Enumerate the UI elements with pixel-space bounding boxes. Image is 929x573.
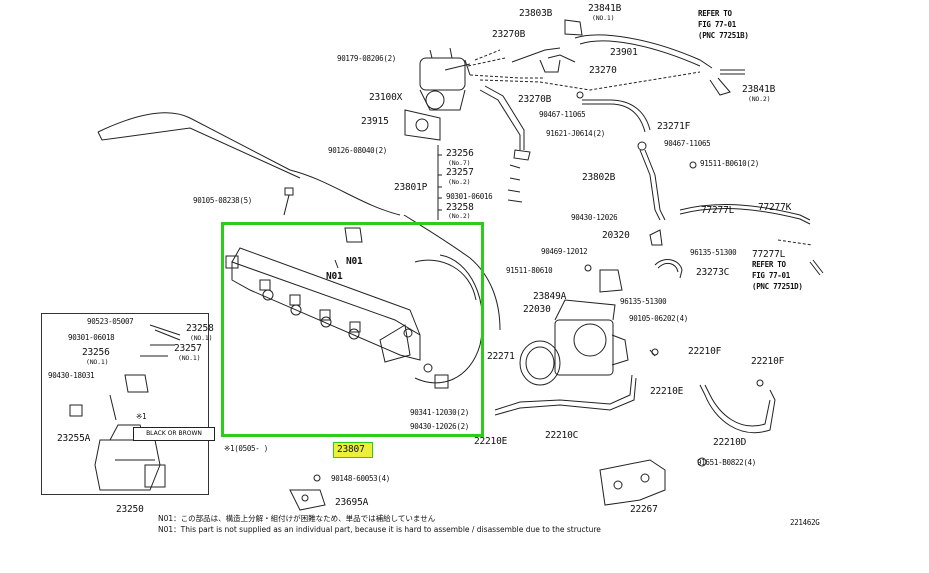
refer-note-1-line-a: REFER TO — [698, 9, 732, 18]
qualifier-23841B-no2: (NO.2) — [748, 95, 771, 103]
part-callout-23271F[interactable]: 23271F — [657, 121, 691, 132]
part-callout-23849A[interactable]: 23849A — [533, 291, 567, 302]
part-callout-23100X[interactable]: 23100X — [369, 92, 403, 103]
part-callout-23273C[interactable]: 23273C — [696, 267, 730, 278]
injector-inset-frame — [41, 313, 209, 495]
selected-assembly-frame — [221, 222, 484, 437]
part-callout-23257-top[interactable]: 23257 — [446, 167, 474, 178]
part-callout-23256-inset[interactable]: 23256 — [82, 347, 110, 358]
part-callout-90430-b[interactable]: 90430-12026(2) — [410, 422, 470, 431]
part-callout-96135-a[interactable]: 96135-51300 — [690, 248, 737, 257]
qualifier-23256-no7: (No.7) — [448, 159, 471, 167]
footnote-english: N01：This part is not supplied as an indi… — [158, 525, 601, 534]
note-marker-n01-b: N01 — [326, 271, 343, 282]
part-callout-91511-a[interactable]: 91511-B0610(2) — [700, 159, 760, 168]
part-callout-90126[interactable]: 90126-08040(2) — [328, 146, 388, 155]
selected-part-highlight[interactable] — [333, 442, 373, 458]
part-callout-90430-a[interactable]: 90430-12026 — [571, 213, 618, 222]
part-callout-77277L[interactable]: 77277L — [701, 205, 735, 216]
part-callout-22210E-right[interactable]: 22210E — [650, 386, 684, 397]
footnote-japanese: N01：この部品は、構造上分解・組付けが困難なため、単品では補給していません — [158, 514, 436, 523]
part-callout-22030[interactable]: 22030 — [523, 304, 551, 315]
refer-note-1-line-c: (PNC 77251B) — [698, 31, 749, 40]
part-callout-23255A[interactable]: 23255A — [57, 433, 91, 444]
part-callout-23270B-mid[interactable]: 23270B — [518, 94, 552, 105]
qualifier-23258-no1: (NO.1) — [190, 334, 213, 342]
part-callout-23841B-top[interactable]: 23841B — [588, 3, 622, 14]
part-callout-77277K[interactable]: 77277K — [758, 202, 792, 213]
color-note-box: BLACK OR BROWN — [133, 427, 215, 441]
part-callout-23258-top[interactable]: 23258 — [446, 202, 474, 213]
part-callout-23695A[interactable]: 23695A — [335, 497, 369, 508]
refer-note-1-line-b[interactable]: FIG 77-01 — [698, 20, 736, 29]
star-date-note: ※1(0505- ) — [224, 444, 268, 453]
part-callout-23258-inset[interactable]: 23258 — [186, 323, 214, 334]
part-callout-90179[interactable]: 90179-08206(2) — [337, 54, 397, 63]
inset-star-marker: ※1 — [136, 412, 147, 421]
part-callout-90148[interactable]: 90148-60053(4) — [331, 474, 391, 483]
part-callout-90467-b[interactable]: 90467-11065 — [664, 139, 711, 148]
part-callout-90105-a[interactable]: 90105-08238(5) — [193, 196, 253, 205]
note-marker-n01-a: N01 — [346, 256, 363, 267]
part-callout-22267[interactable]: 22267 — [630, 504, 658, 515]
part-callout-23801P[interactable]: 23801P — [394, 182, 428, 193]
part-callout-90523[interactable]: 90523-05007 — [87, 317, 134, 326]
part-callout-22271[interactable]: 22271 — [487, 351, 515, 362]
qualifier-23257-no1: (NO.1) — [178, 354, 201, 362]
part-callout-22210F-a[interactable]: 22210F — [688, 346, 722, 357]
qualifier-23841B-no1: (NO.1) — [592, 14, 615, 22]
part-callout-90105-b[interactable]: 90105-06202(4) — [629, 314, 689, 323]
part-callout-22210E-left[interactable]: 22210E — [474, 436, 508, 447]
part-callout-96135-b[interactable]: 96135-51300 — [620, 297, 667, 306]
part-callout-23915[interactable]: 23915 — [361, 116, 389, 127]
part-callout-23802B[interactable]: 23802B — [582, 172, 616, 183]
part-callout-23901[interactable]: 23901 — [610, 47, 638, 58]
part-callout-90301-inset[interactable]: 90301-06018 — [68, 333, 115, 342]
part-callout-90430-inset[interactable]: 90430-18031 — [48, 371, 95, 380]
part-callout-23257-inset[interactable]: 23257 — [174, 343, 202, 354]
refer-note-2-line-b[interactable]: FIG 77-01 — [752, 271, 790, 280]
part-callout-90467-a[interactable]: 90467-11065 — [539, 110, 586, 119]
part-callout-23256-top[interactable]: 23256 — [446, 148, 474, 159]
part-callout-91511-b[interactable]: 91511-80610 — [506, 266, 553, 275]
part-callout-23270B-top[interactable]: 23270B — [492, 29, 526, 40]
part-callout-77277L-lower[interactable]: 77277L — [752, 249, 786, 260]
qualifier-23256-no1: (NO.1) — [86, 358, 109, 366]
part-callout-20320[interactable]: 20320 — [602, 230, 630, 241]
qualifier-23258-no2: (No.2) — [448, 212, 471, 220]
refer-note-2-line-a: REFER TO — [752, 260, 786, 269]
figure-id: 221462G — [790, 518, 820, 527]
part-callout-23807[interactable]: 23807 — [337, 444, 365, 455]
refer-note-2-line-c: (PNC 77251D) — [752, 282, 803, 291]
part-callout-91651[interactable]: 91651-B0822(4) — [697, 458, 757, 467]
part-callout-22210C[interactable]: 22210C — [545, 430, 579, 441]
part-callout-23841B-right[interactable]: 23841B — [742, 84, 776, 95]
part-callout-23803B[interactable]: 23803B — [519, 8, 553, 19]
part-callout-90469[interactable]: 90469-12012 — [541, 247, 588, 256]
part-callout-22210D[interactable]: 22210D — [713, 437, 747, 448]
qualifier-23257-no2: (No.2) — [448, 178, 471, 186]
part-callout-23250[interactable]: 23250 — [116, 504, 144, 515]
part-callout-23270[interactable]: 23270 — [589, 65, 617, 76]
part-callout-22210F-b[interactable]: 22210F — [751, 356, 785, 367]
part-callout-91621[interactable]: 91621-J0614(2) — [546, 129, 606, 138]
part-callout-90301-top[interactable]: 90301-06016 — [446, 192, 493, 201]
part-callout-90341[interactable]: 90341-12030(2) — [410, 408, 470, 417]
